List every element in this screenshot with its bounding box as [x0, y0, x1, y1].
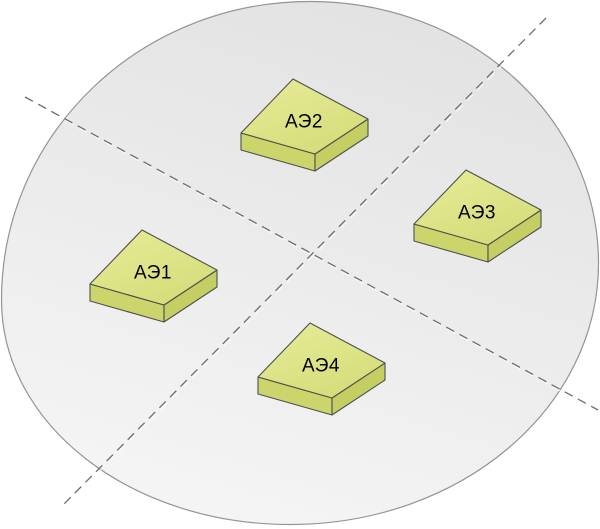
axis-line-2	[62, 17, 547, 506]
axis-line-1	[24, 96, 599, 411]
sensor-block-ae1: АЭ1	[89, 229, 218, 323]
axis-line-1-highlight	[25, 98, 600, 413]
block-label-ae1: АЭ1	[134, 263, 172, 284]
sensor-block-ae4: АЭ4	[257, 322, 386, 416]
block-top-face	[89, 229, 218, 306]
block-top-face	[257, 322, 386, 399]
block-label-ae4: АЭ4	[302, 356, 340, 377]
block-top-face	[240, 78, 369, 155]
sensor-block-ae3: АЭ3	[413, 169, 542, 263]
sensor-block-ae2: АЭ2	[240, 78, 369, 172]
block-label-ae3: АЭ3	[458, 203, 496, 224]
block-label-ae2: АЭ2	[285, 112, 323, 133]
block-top-face	[413, 169, 542, 246]
axis-line-2-highlight	[63, 19, 548, 508]
